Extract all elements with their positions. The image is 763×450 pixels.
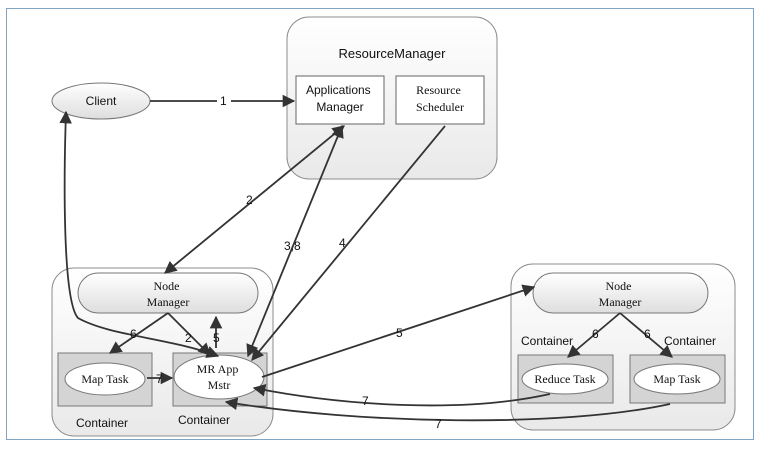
arrow-label-2-left: 2 bbox=[185, 331, 192, 345]
resource-manager-title: ResourceManager bbox=[339, 46, 447, 61]
left-container-label-1: Container bbox=[76, 416, 128, 430]
svg-text:Resource Scheduler: Resource Scheduler bbox=[416, 83, 464, 114]
left-container-label-2: Container bbox=[178, 413, 230, 427]
right-node-manager-line1: Node bbox=[606, 279, 632, 293]
resource-scheduler-box[interactable] bbox=[395, 75, 485, 125]
reduce-task[interactable] bbox=[521, 363, 609, 395]
arrow-label-4: 4 bbox=[339, 236, 346, 250]
arrow-2-left bbox=[167, 312, 211, 356]
right-node-manager-line2: Manager bbox=[599, 295, 642, 309]
arrow-label-7-left: 7 bbox=[156, 372, 163, 386]
arrow-label-2: 2 bbox=[246, 193, 253, 207]
arrow-6-left bbox=[108, 312, 169, 354]
svg-text:Applications Manager: Applications Manager bbox=[306, 83, 374, 114]
svg-text:Node Manager: Node Manager bbox=[599, 279, 642, 309]
right-map-task[interactable] bbox=[633, 363, 721, 395]
arrow-2-appmgr-to-nodemanager bbox=[164, 125, 345, 274]
arrow-label-1: 1 bbox=[220, 94, 227, 108]
client-label: Client bbox=[86, 94, 117, 108]
left-map-task[interactable] bbox=[64, 362, 146, 396]
resource-scheduler-line1: Resource bbox=[416, 83, 461, 97]
diagram-frame bbox=[6, 8, 754, 440]
resource-scheduler-line2: Scheduler bbox=[416, 100, 464, 114]
arrow-6-right-1 bbox=[567, 312, 621, 358]
arrow-6-right-2 bbox=[619, 312, 673, 358]
svg-text:MR App Mstr: MR App Mstr bbox=[197, 362, 242, 392]
applications-manager-box[interactable] bbox=[295, 75, 385, 125]
right-container-label-2: Container bbox=[664, 334, 716, 348]
mr-app-line1: MR App bbox=[197, 362, 239, 376]
arrow-label-3-8: 3,8 bbox=[284, 239, 301, 253]
arrow-label-6-right-1: 6 bbox=[592, 327, 599, 341]
arrow-label-7-map: 7 bbox=[435, 417, 442, 431]
applications-manager-line2: Manager bbox=[316, 100, 363, 114]
right-container-label-1: Container bbox=[521, 334, 573, 348]
arrow-label-5-right: 5 bbox=[396, 326, 403, 340]
left-node-manager-line2: Manager bbox=[147, 295, 190, 309]
arrow-3-8 bbox=[246, 124, 344, 358]
arrow-7-map bbox=[224, 397, 671, 422]
arrow-4 bbox=[251, 125, 446, 361]
applications-manager-line1: Applications bbox=[306, 83, 371, 97]
arrow-7-reduce bbox=[252, 384, 551, 407]
arrow-client-to-mrapp bbox=[59, 110, 220, 358]
arrow-label-6-right-2: 6 bbox=[644, 327, 651, 341]
left-map-task-label: Map Task bbox=[81, 372, 128, 386]
arrow-5-right bbox=[261, 284, 536, 378]
arrow-label-7-reduce: 7 bbox=[362, 394, 369, 408]
arrow-label-5-left: 5 bbox=[213, 331, 220, 345]
mr-app-line2: Mstr bbox=[208, 378, 231, 392]
left-node-manager-line1: Node bbox=[154, 279, 180, 293]
reduce-task-label: Reduce Task bbox=[534, 372, 595, 386]
arrow-label-6-left: 6 bbox=[130, 327, 137, 341]
right-map-task-label: Map Task bbox=[653, 372, 700, 386]
